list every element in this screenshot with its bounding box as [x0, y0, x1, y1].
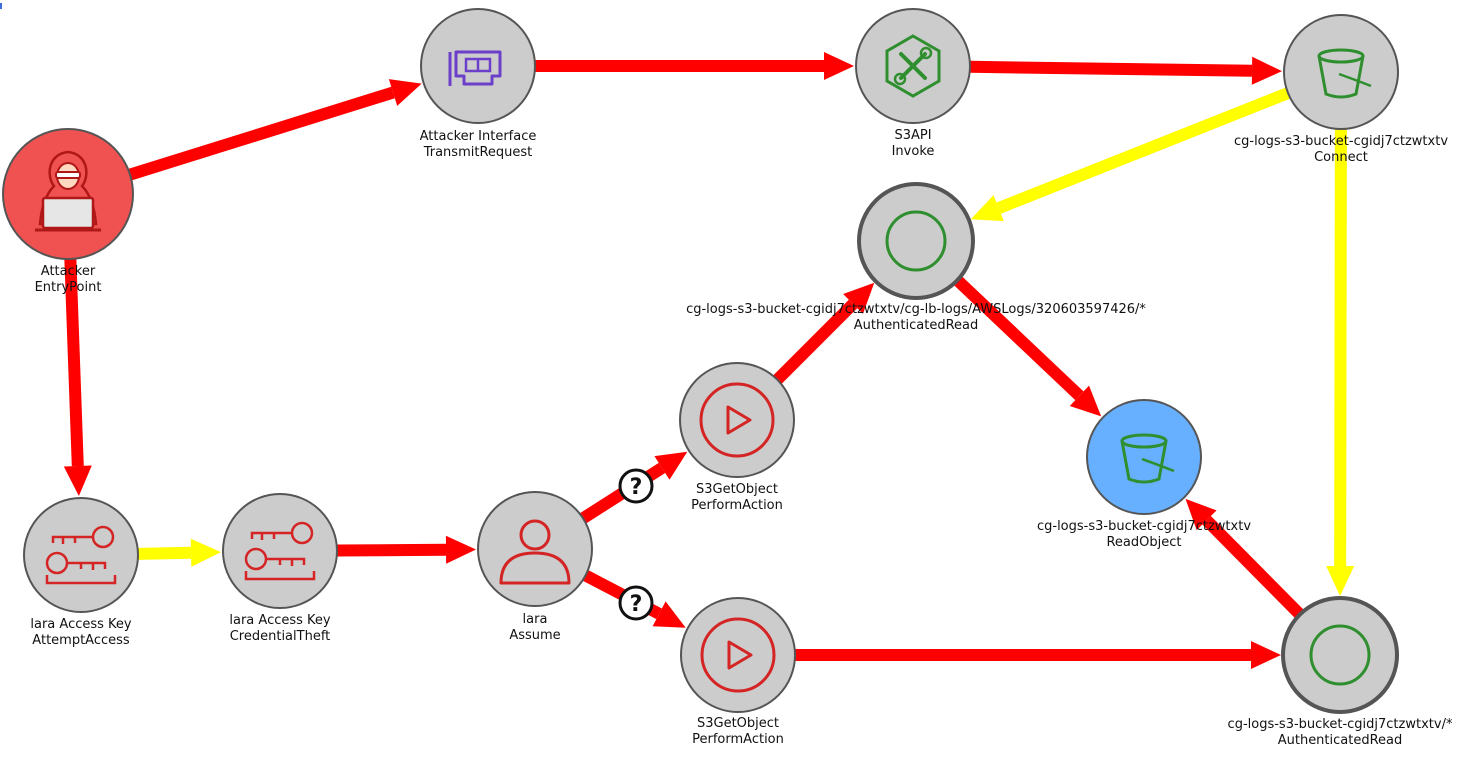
node-theft[interactable]: [222, 493, 338, 609]
edge-theft-to-lara: [336, 535, 477, 564]
circle-icon: [1309, 624, 1371, 686]
edge-getobject1-to-lb_logs: [773, 282, 875, 384]
node-getobject1[interactable]: [679, 362, 795, 478]
user-icon: [499, 519, 571, 585]
badges-layer: ??: [618, 468, 654, 621]
label-bucket-all: cg-logs-s3-bucket-cgidj7ctzwtxtv/*Authen…: [1227, 717, 1453, 748]
tools-icon: [885, 34, 941, 98]
node-bucket_connect[interactable]: [1283, 14, 1399, 130]
edge-getobject2-to-bucket_all: [795, 641, 1281, 669]
node-lb_logs[interactable]: [857, 182, 975, 300]
node-s3api[interactable]: [855, 8, 971, 124]
keys-icon: [244, 521, 316, 581]
edge-s3api-to-bucket_connect: [969, 56, 1283, 85]
node-getobject2[interactable]: [680, 597, 796, 713]
node-attempt[interactable]: [23, 497, 139, 613]
keys-icon: [45, 525, 117, 585]
bucket-icon: [1120, 433, 1175, 484]
node-read_object[interactable]: [1086, 399, 1202, 515]
node-bucket_all[interactable]: [1281, 596, 1399, 714]
question-badge-icon: ?: [618, 468, 654, 504]
node-lara[interactable]: [477, 491, 593, 607]
svg-text:?: ?: [630, 475, 643, 500]
bucket-icon: [1317, 48, 1372, 99]
corner-marker: [0, 3, 2, 9]
node-attacker[interactable]: [2, 128, 134, 260]
hacker-icon: [35, 150, 101, 232]
edge-bucket_connect-to-bucket_all: [1326, 128, 1355, 597]
question-badge-icon: ?: [618, 585, 654, 621]
node-interface[interactable]: [420, 8, 536, 124]
network-card-icon: [448, 50, 502, 86]
circle-icon: [885, 210, 947, 272]
edge-bucket_connect-to-lb_logs: [970, 87, 1291, 222]
play-icon: [699, 382, 775, 458]
play-icon: [700, 617, 776, 693]
label-lb-logs: cg-logs-s3-bucket-cgidj7ctzwtxtv/cg-lb-l…: [686, 302, 1146, 333]
edge-bucket_all-to-read_object: [1185, 498, 1305, 619]
edge-attacker-to-interface: [128, 79, 422, 181]
edge-attacker-to-attempt: [63, 258, 92, 497]
edge-attempt-to-theft: [137, 538, 222, 567]
svg-text:?: ?: [630, 592, 643, 617]
nodes-layer: [2, 8, 1399, 714]
edge-interface-to-s3api: [535, 52, 854, 80]
edge-lb_logs-to-read_object: [953, 275, 1102, 417]
